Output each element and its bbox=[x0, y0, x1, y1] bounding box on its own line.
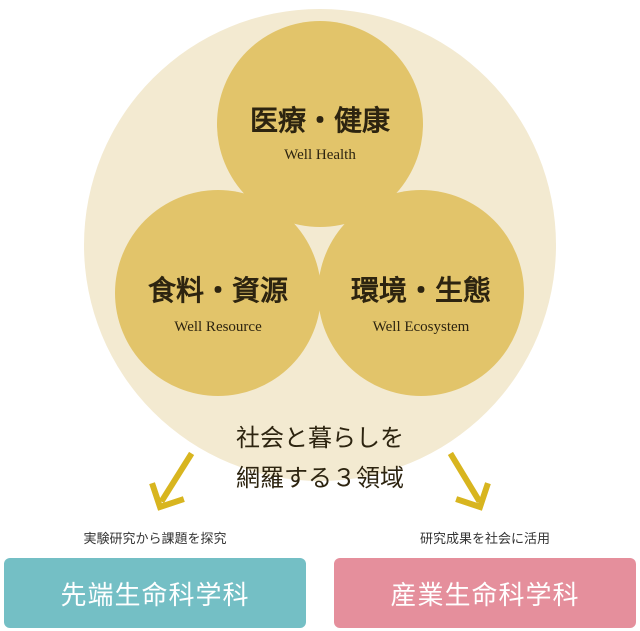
circle-well-ecosystem bbox=[318, 190, 524, 396]
dept-button-industrial-life-science[interactable]: 産業生命科学科 bbox=[334, 558, 636, 628]
ecosystem-title: 環境・生態 bbox=[351, 274, 491, 307]
resource-title: 食料・資源 bbox=[148, 274, 288, 307]
dept-button-advanced-life-science[interactable]: 先端生命科学科 bbox=[4, 558, 306, 628]
center-text-line2: 網羅する３領域 bbox=[236, 464, 404, 492]
arrow-down-left-icon bbox=[149, 451, 195, 511]
right-dept-caption: 研究成果を社会に活用 bbox=[419, 532, 550, 547]
ecosystem-subtitle: Well Ecosystem bbox=[373, 319, 470, 335]
health-subtitle: Well Health bbox=[284, 147, 356, 163]
circle-well-resource bbox=[115, 190, 321, 396]
health-title: 医療・健康 bbox=[250, 104, 391, 137]
left-dept-caption: 実験研究から課題を探究 bbox=[83, 532, 227, 547]
arrow-down-right-icon bbox=[447, 451, 491, 511]
center-text-line1: 社会と暮らしを bbox=[236, 424, 404, 452]
resource-subtitle: Well Resource bbox=[174, 319, 262, 335]
circle-well-health bbox=[217, 21, 423, 227]
